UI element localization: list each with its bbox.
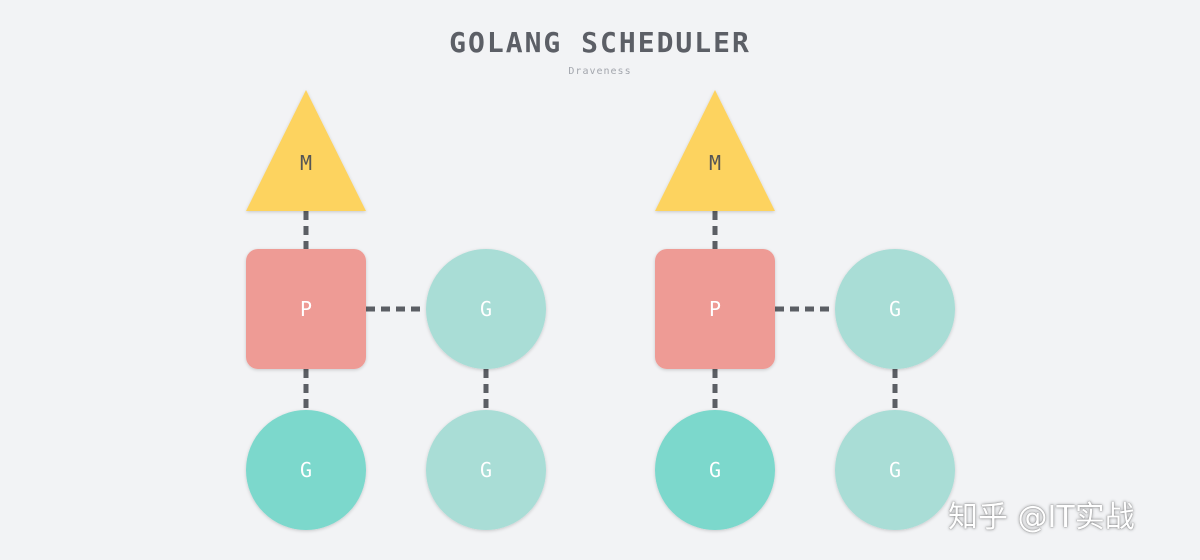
goroutine-circle bbox=[426, 410, 546, 530]
processor-label: P bbox=[300, 297, 312, 321]
diagram-title: GOLANG SCHEDULER bbox=[449, 26, 751, 59]
goroutine-queued-bottom: G bbox=[426, 410, 546, 530]
scheduler-group-1: M P G G G bbox=[246, 90, 546, 530]
goroutine-running: G bbox=[655, 410, 775, 530]
processor-square bbox=[246, 249, 366, 369]
goroutine-circle bbox=[655, 410, 775, 530]
diagram-subtitle: Draveness bbox=[568, 66, 632, 77]
goroutine-label: G bbox=[480, 458, 492, 482]
goroutine-circle bbox=[835, 249, 955, 369]
machine-triangle bbox=[246, 90, 366, 211]
goroutine-label: G bbox=[480, 297, 492, 321]
goroutine-label: G bbox=[300, 458, 312, 482]
goroutine-running: G bbox=[246, 410, 366, 530]
processor-node: P bbox=[246, 249, 366, 369]
goroutine-circle bbox=[426, 249, 546, 369]
processor-label: P bbox=[709, 297, 721, 321]
machine-node: M bbox=[246, 90, 366, 211]
goroutine-circle bbox=[246, 410, 366, 530]
machine-node: M bbox=[655, 90, 775, 211]
goroutine-queued-top: G bbox=[426, 249, 546, 369]
goroutine-circle bbox=[835, 410, 955, 530]
watermark-text: 知乎 @IT实战 bbox=[948, 500, 1135, 535]
machine-triangle bbox=[655, 90, 775, 211]
goroutine-queued-top: G bbox=[835, 249, 955, 369]
goroutine-queued-bottom: G bbox=[835, 410, 955, 530]
goroutine-label: G bbox=[709, 458, 721, 482]
machine-label: M bbox=[709, 151, 721, 175]
scheduler-group-2: M P G G G bbox=[655, 90, 955, 530]
machine-label: M bbox=[300, 151, 312, 175]
processor-square bbox=[655, 249, 775, 369]
processor-node: P bbox=[655, 249, 775, 369]
goroutine-label: G bbox=[889, 297, 901, 321]
goroutine-label: G bbox=[889, 458, 901, 482]
